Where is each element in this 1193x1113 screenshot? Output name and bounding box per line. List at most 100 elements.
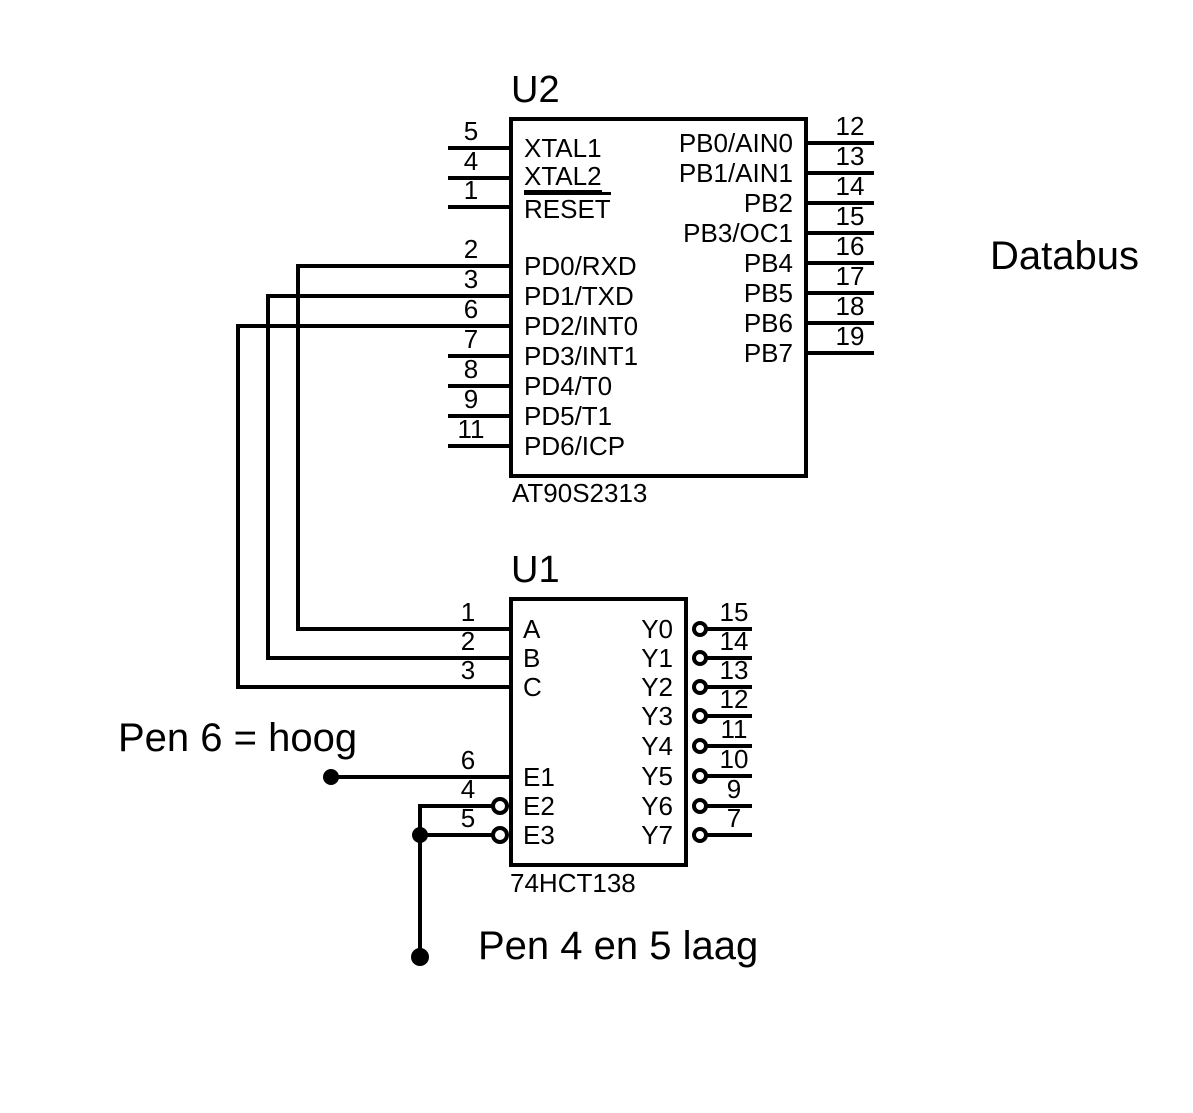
pin-label-pd2-int0: PD2/INT0 xyxy=(524,311,639,341)
pin-label-y1: Y1 xyxy=(641,643,673,673)
pin-label-pb6: PB6 xyxy=(743,308,793,338)
pin-label-pb3-oc1: PB3/OC1 xyxy=(683,218,793,248)
pin-label-c: C xyxy=(523,672,542,702)
pin-label-e2: E2 xyxy=(523,791,555,821)
pin-number-10: 10 xyxy=(719,744,749,774)
chip-u1-part-number: 74HCT138 xyxy=(510,868,636,898)
wire-segment xyxy=(706,714,752,718)
wire-segment xyxy=(706,685,752,689)
pin-number-1: 1 xyxy=(460,597,476,627)
pin-number-14: 14 xyxy=(719,626,749,656)
wire-segment xyxy=(296,264,300,631)
pin-label-y4: Y4 xyxy=(641,731,673,761)
wire-segment xyxy=(448,146,511,150)
pin-number-14: 14 xyxy=(835,171,865,201)
pin-label-pd6-icp: PD6/ICP xyxy=(524,431,626,461)
pin-label-reset: RESET xyxy=(524,192,611,224)
wire-segment xyxy=(448,176,511,180)
wire-segment xyxy=(806,321,874,325)
pin-number-9: 9 xyxy=(726,774,742,804)
wire-segment xyxy=(706,774,752,778)
inverter-bubble xyxy=(692,827,708,843)
inverter-bubble xyxy=(692,738,708,754)
pin-number-18: 18 xyxy=(835,291,865,321)
inverter-bubble xyxy=(692,768,708,784)
wire-segment xyxy=(266,656,511,660)
pin-label-y0: Y0 xyxy=(641,614,673,644)
pin-label-pd1-txd: PD1/TXD xyxy=(524,281,634,311)
wire-segment xyxy=(706,627,752,631)
wire-segment xyxy=(236,324,240,689)
chip-u2-body xyxy=(509,117,808,478)
chip-u2-designator: U2 xyxy=(511,69,560,111)
wire-segment xyxy=(418,833,493,837)
pin-number-7: 7 xyxy=(463,324,479,354)
pin-label-pb5: PB5 xyxy=(743,278,793,308)
pin-number-6: 6 xyxy=(460,745,476,775)
pin-number-3: 3 xyxy=(460,655,476,685)
wire-segment xyxy=(806,171,874,175)
pin-number-17: 17 xyxy=(835,261,865,291)
wire-segment xyxy=(706,833,752,837)
junction-dot xyxy=(411,948,429,966)
wire-segment xyxy=(296,627,511,631)
pin-number-4: 4 xyxy=(463,146,479,176)
wire-segment xyxy=(448,444,511,448)
pin-label-pb1-ain1: PB1/AIN1 xyxy=(678,158,793,188)
pin-label-y3: Y3 xyxy=(641,701,673,731)
wire-segment xyxy=(266,294,270,660)
pin-label-b: B xyxy=(523,643,541,673)
inverter-bubble xyxy=(692,798,708,814)
pin-number-7: 7 xyxy=(726,803,742,833)
pin-label-pd0-rxd: PD0/RXD xyxy=(524,251,637,281)
pin-label-y2: Y2 xyxy=(641,672,673,702)
inverter-bubble xyxy=(692,650,708,666)
pin-number-11: 11 xyxy=(720,714,748,744)
pen6-note: Pen 6 = hoog xyxy=(118,716,358,760)
pin-number-8: 8 xyxy=(463,354,479,384)
wire-segment xyxy=(806,201,874,205)
pin-number-3: 3 xyxy=(463,264,479,294)
pin-number-12: 12 xyxy=(719,684,749,714)
inverter-bubble xyxy=(692,621,708,637)
pin-number-2: 2 xyxy=(463,234,479,264)
pin-number-16: 16 xyxy=(835,231,865,261)
chip-u1-body xyxy=(509,597,688,867)
pin-number-4: 4 xyxy=(460,774,476,804)
pin-label-y5: Y5 xyxy=(641,761,673,791)
wire-segment xyxy=(418,804,493,808)
pin-label-pb2: PB2 xyxy=(743,188,793,218)
wire-segment xyxy=(448,384,511,388)
pin-number-11: 11 xyxy=(457,414,485,444)
pin-number-15: 15 xyxy=(835,201,865,231)
pen45-note: Pen 4 en 5 laag xyxy=(478,924,759,968)
pin-number-15: 15 xyxy=(719,597,749,627)
wire-segment xyxy=(806,291,874,295)
pin-number-9: 9 xyxy=(463,384,479,414)
pin-label-pb4: PB4 xyxy=(743,248,793,278)
junction-dot xyxy=(323,769,339,785)
chip-u1-designator: U1 xyxy=(511,549,560,591)
wire-segment xyxy=(448,205,511,209)
pin-label-xtal2: XTAL2 xyxy=(524,161,602,193)
wire-segment xyxy=(236,324,511,328)
pin-number-1: 1 xyxy=(463,175,479,205)
pin-label-y7: Y7 xyxy=(641,820,673,850)
wire-segment xyxy=(448,354,511,358)
wire-segment xyxy=(329,775,511,779)
wire-segment xyxy=(806,351,874,355)
pin-number-13: 13 xyxy=(835,141,865,171)
pin-label-e1: E1 xyxy=(523,762,555,792)
wire-segment xyxy=(706,744,752,748)
pin-number-12: 12 xyxy=(835,111,865,141)
junction-dot xyxy=(412,827,428,843)
inverter-bubble xyxy=(491,826,509,844)
wire-segment xyxy=(418,804,422,959)
pin-label-pb7: PB7 xyxy=(743,338,793,368)
wire-segment xyxy=(806,231,874,235)
wire-segment xyxy=(296,264,511,268)
pin-number-6: 6 xyxy=(463,294,479,324)
wire-segment xyxy=(706,656,752,660)
pin-label-pd5-t1: PD5/T1 xyxy=(524,401,613,431)
